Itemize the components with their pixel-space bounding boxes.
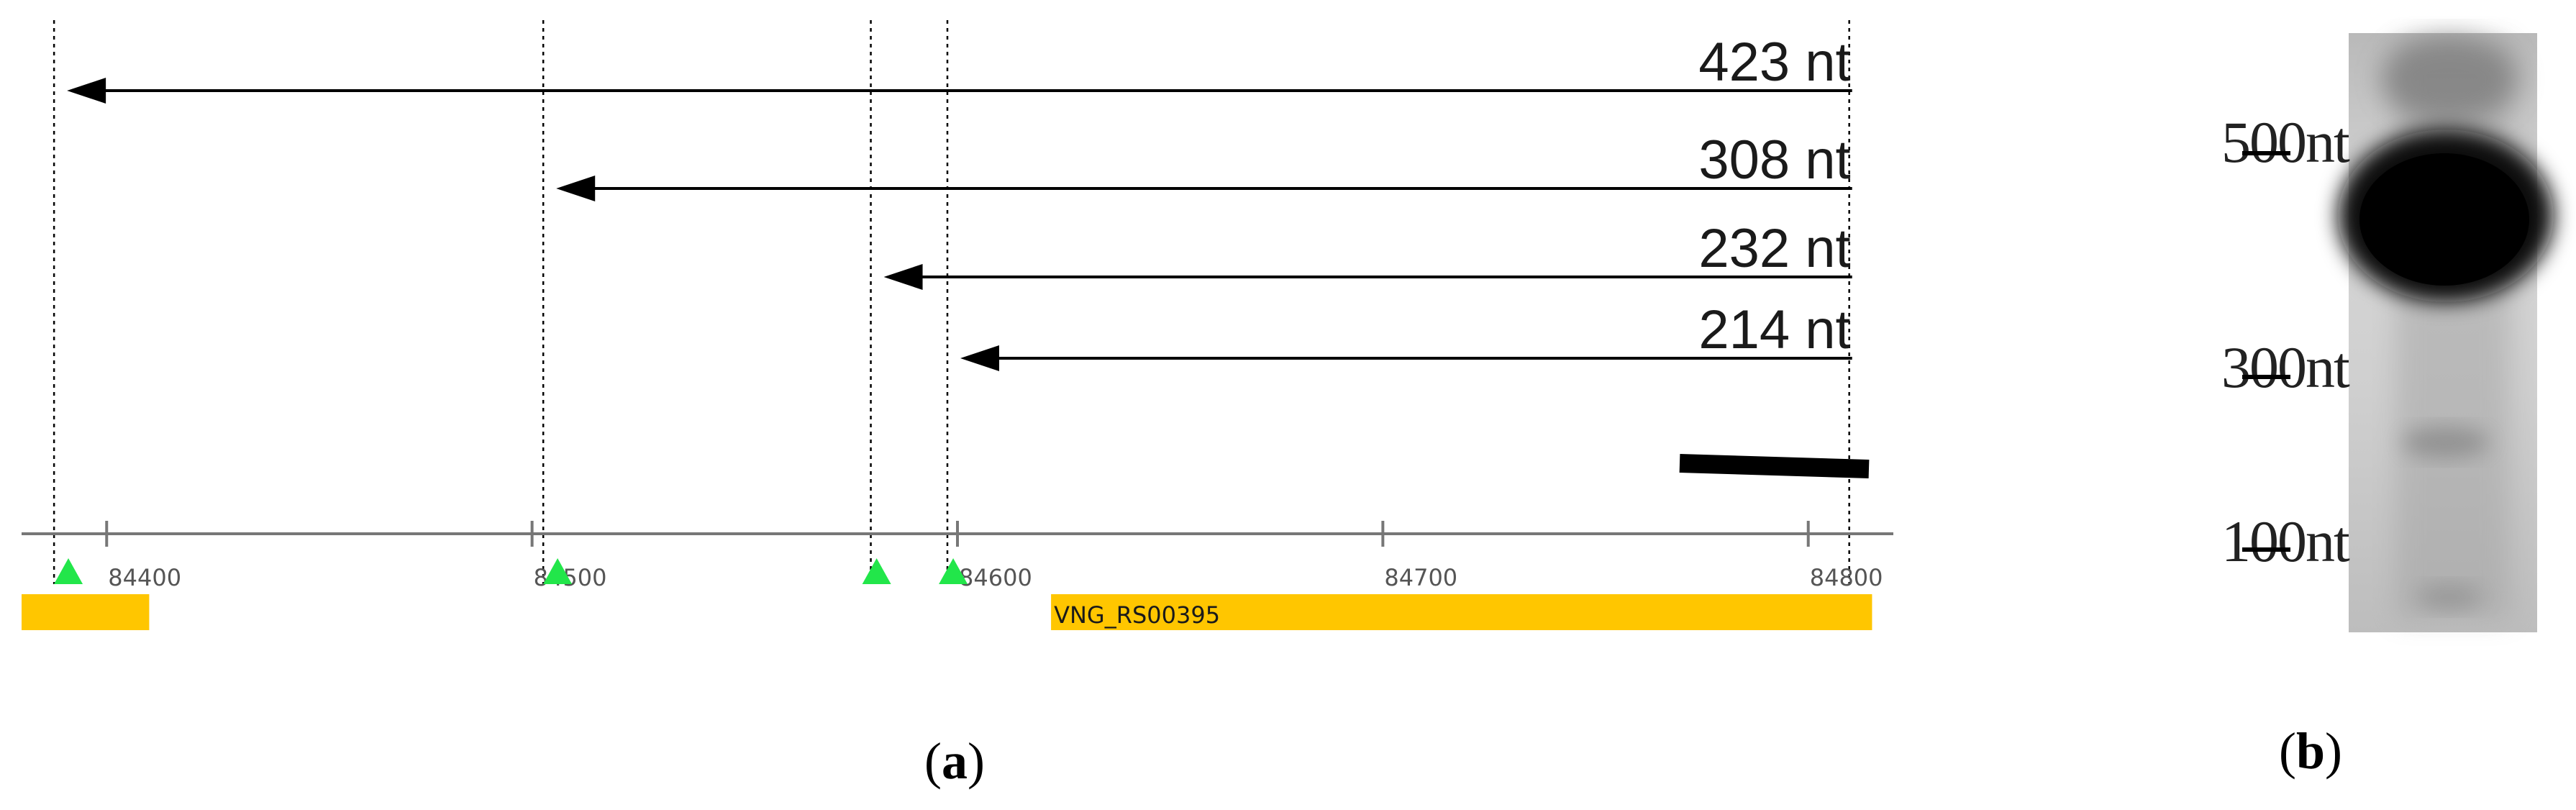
blot-top-smear — [2381, 36, 2518, 122]
size-marker-label-100nt: 100nt — [2221, 509, 2350, 574]
tss-markers — [54, 558, 968, 584]
size-marker-label-300nt: 300nt — [2221, 335, 2350, 400]
transcript-length-label: 232 nt — [1698, 218, 1850, 279]
panel-b-northern-blot: 500nt 300nt 100nt (b) — [2221, 33, 2554, 780]
panel-a-label: (a) — [924, 732, 985, 790]
axis-tick-label: 84800 — [1810, 564, 1883, 591]
tss-marker — [543, 558, 573, 584]
panel-b-label: (b) — [2279, 722, 2342, 780]
arrow-head — [67, 78, 106, 104]
blot-smear — [2395, 43, 2511, 619]
gene-feature — [1051, 594, 1872, 630]
arrow-head — [883, 264, 923, 290]
axis-ticks: 84400 84500 84600 84700 84800 — [105, 521, 1883, 591]
transcript-length-label: 308 nt — [1698, 129, 1850, 191]
panel-a-genome-track: 423 nt 308 nt 232 nt 214 nt 84400 84500 84600… — [22, 20, 1893, 790]
tss-marker — [939, 558, 968, 584]
axis-tick-label: 84700 — [1384, 564, 1457, 591]
gene-label: VNG_RS00395 — [1054, 601, 1220, 629]
axis-tick-label: 84500 — [534, 564, 607, 591]
transcript-length-label: 214 nt — [1698, 299, 1850, 360]
vertical-guide-lines — [53, 20, 1850, 584]
probe-bar — [1679, 454, 1870, 478]
transcript-arrows: 423 nt 308 nt 232 nt 214 nt — [67, 32, 1852, 371]
blot-main-band-core — [2359, 153, 2529, 286]
axis-tick-label: 84600 — [959, 564, 1032, 591]
blot-faint-band — [2403, 427, 2489, 458]
axis-tick-label: 84400 — [108, 564, 181, 591]
blot-faint-band-low — [2417, 584, 2482, 610]
gene-feature — [22, 594, 150, 630]
tss-marker — [54, 558, 83, 584]
size-markers: 500nt 300nt 100nt — [2221, 109, 2352, 574]
tss-marker — [862, 558, 891, 584]
arrow-head — [960, 345, 999, 371]
gene-features: VNG_RS00395 — [22, 594, 1872, 630]
arrow-head — [556, 176, 596, 201]
size-marker-label-500nt: 500nt — [2221, 109, 2350, 175]
transcript-length-label: 423 nt — [1698, 32, 1850, 93]
